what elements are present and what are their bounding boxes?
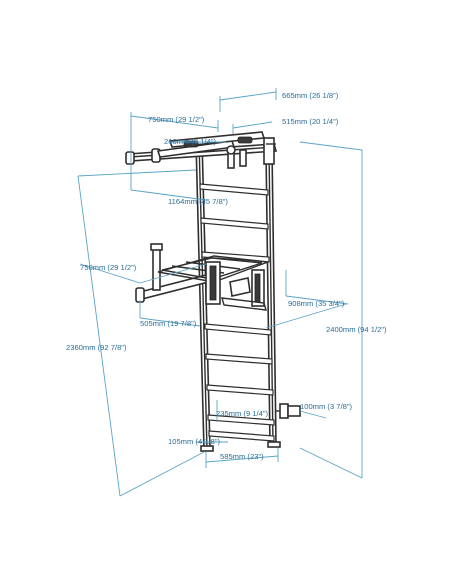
dim-bracket-depth: 100mm (3 7/8")	[300, 402, 353, 411]
dim-top-depth: 665mm (26 1/8")	[282, 91, 339, 100]
pull-up-bar	[125, 131, 278, 169]
dip-station	[135, 243, 269, 311]
dimension-lines	[77, 88, 363, 497]
dim-total-height: 2400mm (94 1/2")	[326, 325, 387, 334]
wall-bracket	[276, 403, 301, 419]
dim-dip-width: 750mm (29 1/2")	[80, 263, 137, 272]
dim-rung-spacing: 235mm (9 1/4")	[216, 409, 269, 418]
dim-dip-depth: 908mm (35 3/4")	[288, 299, 345, 308]
dim-ladder-width: 585mm (23")	[220, 452, 264, 461]
dim-foot: 105mm (4 1/8")	[168, 437, 221, 446]
dimension-labels: 665mm (26 1/8") 750mm (29 1/2") 515mm (2…	[66, 91, 387, 461]
dim-ladder-height: 2360mm (92 7/8")	[66, 343, 127, 352]
dim-top-drop: 1164mm (45 7/8")	[168, 197, 228, 206]
dim-bar-width: 750mm (29 1/2")	[148, 115, 205, 124]
dim-grip-spacing: 210mm (8 1/4")	[164, 137, 217, 146]
ladder-rungs	[199, 183, 275, 442]
dim-dip-arm: 505mm (19 7/8")	[140, 319, 197, 328]
dim-top-offset: 515mm (20 1/4")	[282, 117, 339, 126]
